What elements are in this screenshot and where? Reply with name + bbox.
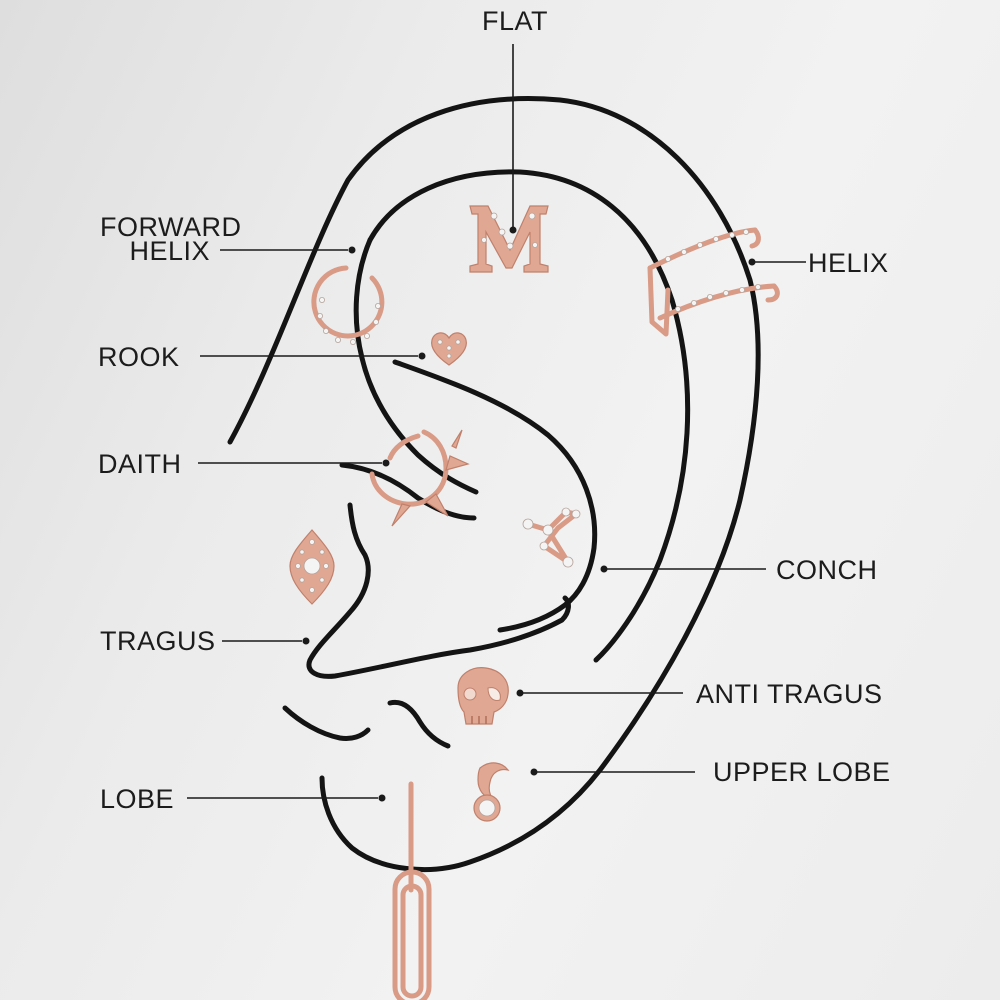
skull-stud-icon xyxy=(457,667,509,725)
label-daith: DAITH xyxy=(98,449,182,479)
leader-dot-daith xyxy=(382,459,390,467)
label-rook: ROOK xyxy=(98,342,180,372)
moon-gem-stud-icon xyxy=(473,762,510,822)
label-helix: HELIX xyxy=(808,248,889,278)
label-forward-helix-line1: FORWARD xyxy=(100,212,242,242)
label-flat: FLAT xyxy=(482,6,549,36)
ear-helix-inner xyxy=(367,169,691,663)
ear-antihelix xyxy=(392,359,598,633)
constellation-stud-icon xyxy=(522,507,581,568)
leader-dot-tragus xyxy=(302,637,310,645)
heart-stud-icon xyxy=(431,332,467,366)
spiked-hoop-icon xyxy=(369,429,470,527)
leader-dot-anti-tragus xyxy=(516,689,524,697)
ear-tragus xyxy=(306,502,571,679)
leader-dot-upper-lobe xyxy=(530,768,538,776)
leader-dot-helix xyxy=(748,258,756,266)
leader-dot-flat xyxy=(509,226,517,234)
leader-lines xyxy=(187,44,806,802)
label-anti-tragus: ANTI TRAGUS xyxy=(696,679,883,709)
leader-dot-rook xyxy=(418,352,426,360)
paperclip-drop-icon xyxy=(392,781,432,1000)
ear-antitragus-arc xyxy=(282,705,371,741)
label-forward-helix-line2: HELIX xyxy=(129,236,210,266)
label-tragus: TRAGUS xyxy=(100,626,216,656)
double-ear-cuff-icon xyxy=(647,227,780,337)
label-lobe: LOBE xyxy=(100,784,175,814)
evil-eye-stud-icon xyxy=(289,529,335,605)
ear-outline xyxy=(227,96,761,872)
label-conch: CONCH xyxy=(776,555,878,585)
letter-m-stud-icon xyxy=(469,205,549,273)
ear-helix-outer xyxy=(227,96,761,872)
hoop-ring-icon xyxy=(311,265,385,345)
leader-dot-forward-helix xyxy=(348,246,356,254)
ear-intertragic-notch xyxy=(387,699,451,749)
label-upper-lobe: UPPER LOBE xyxy=(713,757,891,787)
leader-dot-lobe xyxy=(378,794,386,802)
leader-dot-conch xyxy=(600,565,608,573)
ear-concha-rim xyxy=(339,462,477,521)
